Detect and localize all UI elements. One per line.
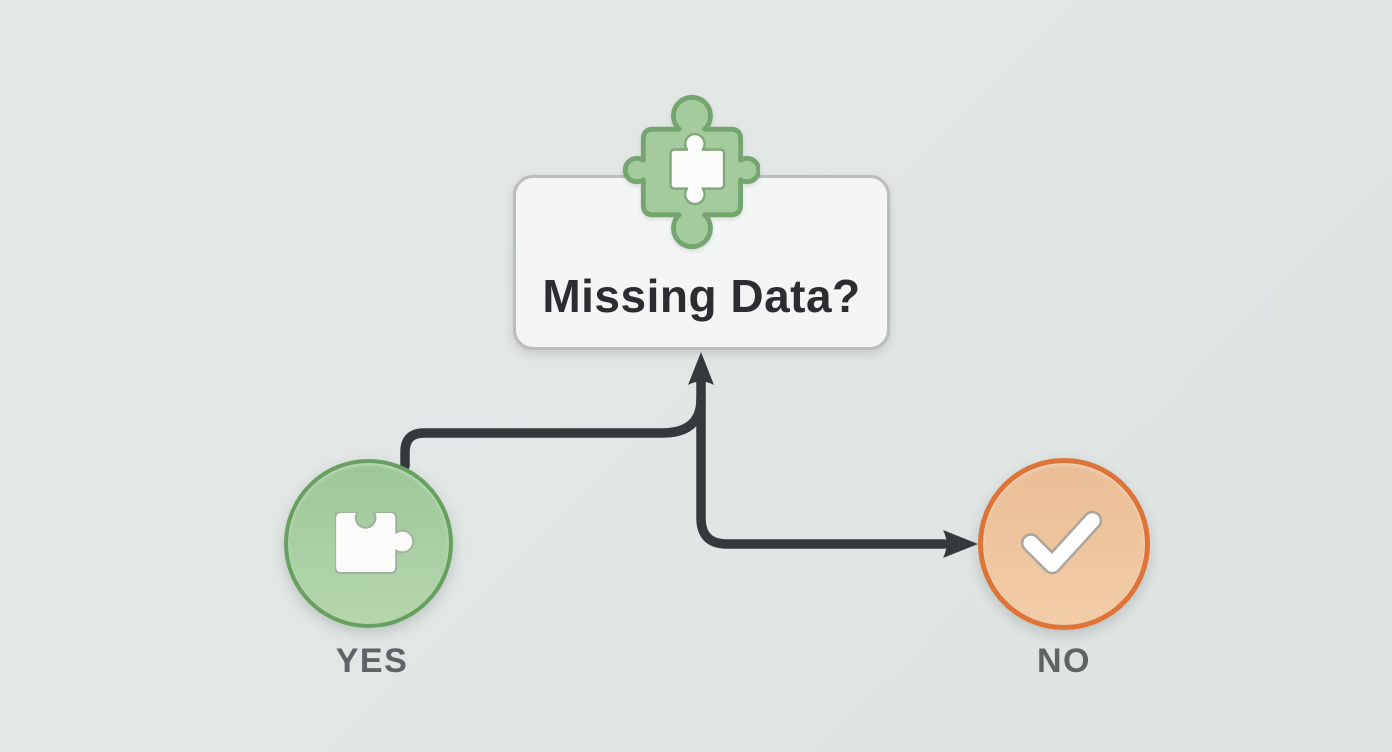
- decision-label: Missing Data?: [542, 270, 861, 322]
- yes-to-decision-arrow-line: [400, 394, 706, 471]
- puzzle-piece-icon: [335, 512, 415, 575]
- checkmark-icon: [1020, 510, 1103, 575]
- no-label: NO: [1037, 642, 1091, 680]
- puzzle-piece-icon: [622, 94, 760, 250]
- arrowhead-up-icon: [688, 352, 714, 385]
- yes-node: [284, 459, 453, 628]
- decision-to-no-arrow-line: [696, 370, 949, 549]
- arrowhead-right-icon: [943, 530, 978, 558]
- yes-label: YES: [335, 642, 409, 680]
- no-node: [978, 458, 1150, 630]
